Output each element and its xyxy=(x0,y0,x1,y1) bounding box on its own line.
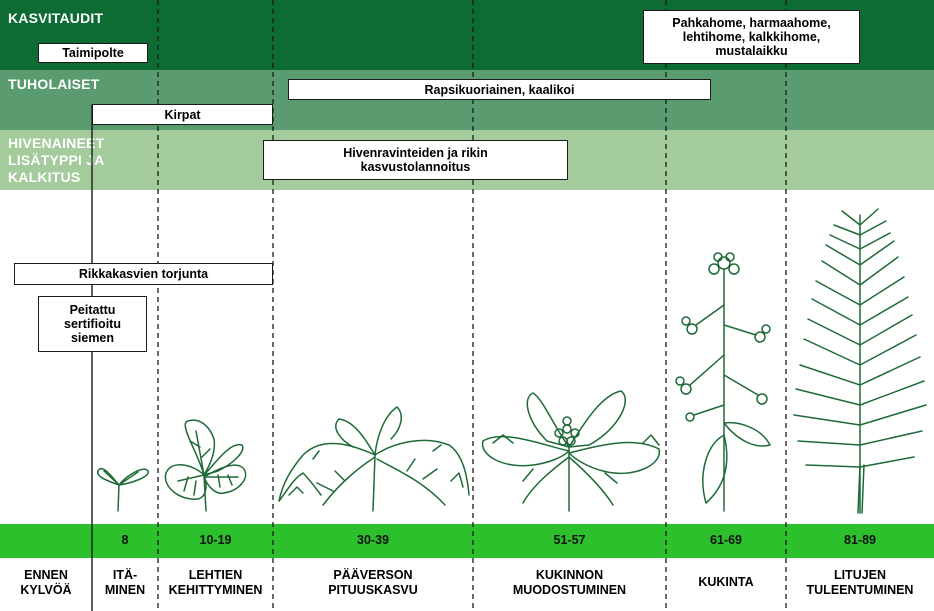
band-title-kasvitaudit: KASVITAUDIT xyxy=(8,10,104,26)
box-peitattu-siemen: Peitattu sertifioitu siemen xyxy=(38,296,147,352)
box-rikkakasvien-torjunta: Rikkakasvien torjunta xyxy=(14,263,273,285)
stage-name-ennen-kylvoa: ENNEN KYLVÖÄ xyxy=(20,568,72,597)
pod-ripening-illustration xyxy=(793,208,927,514)
band-title-hivenaineet: HIVENAINEET LISÄTYPPI JA KALKITUS xyxy=(8,135,105,185)
flowering-illustration xyxy=(675,252,771,512)
box-pahkahome: Pahkahome, harmaahome, lehtihome, kalkki… xyxy=(643,10,860,64)
leaf-rosette-illustration xyxy=(164,419,247,512)
stage-code-10-19: 10-19 xyxy=(199,533,232,547)
seedling-illustration xyxy=(97,467,149,512)
stage-code-bar: 8 10-19 30-39 51-57 61-69 81-89 xyxy=(0,524,934,558)
box-taimipolte: Taimipolte xyxy=(38,43,148,63)
band-title-tuholaiset: TUHOLAISET xyxy=(8,76,100,92)
stage-code-81-89: 81-89 xyxy=(844,533,876,547)
bud-formation-illustration xyxy=(481,390,660,512)
box-rapsikuoriainen: Rapsikuoriainen, kaalikoi xyxy=(288,79,711,100)
box-hivenravinteet: Hivenravinteiden ja rikin kasvustolannoi… xyxy=(263,140,568,180)
stem-elongation-illustration xyxy=(278,406,470,512)
stage-code-61-69: 61-69 xyxy=(710,533,742,547)
band-hivenaineet: HIVENAINEET LISÄTYPPI JA KALKITUS xyxy=(0,130,934,190)
stage-name-litujen-tuleentuminen: LITUJEN TULEENTUMINEN xyxy=(806,568,914,597)
stage-code-51-57: 51-57 xyxy=(553,533,586,547)
stage-code-8: 8 xyxy=(121,533,129,547)
stage-name-paaverson-pituuskasvu: PÄÄVERSON PITUUSKASVU xyxy=(328,568,418,597)
stage-name-kukinta: KUKINTA xyxy=(698,575,754,589)
box-kirpat: Kirpat xyxy=(92,104,273,125)
stage-name-lehtien-kehittyminen: LEHTIEN KEHITTYMINEN xyxy=(168,568,263,597)
stage-name-kukinnon-muodostuminen: KUKINNON MUODOSTUMINEN xyxy=(512,568,627,597)
stage-name-itaminen: ITÄ- MINEN xyxy=(104,568,146,597)
stage-code-30-39: 30-39 xyxy=(357,533,389,547)
